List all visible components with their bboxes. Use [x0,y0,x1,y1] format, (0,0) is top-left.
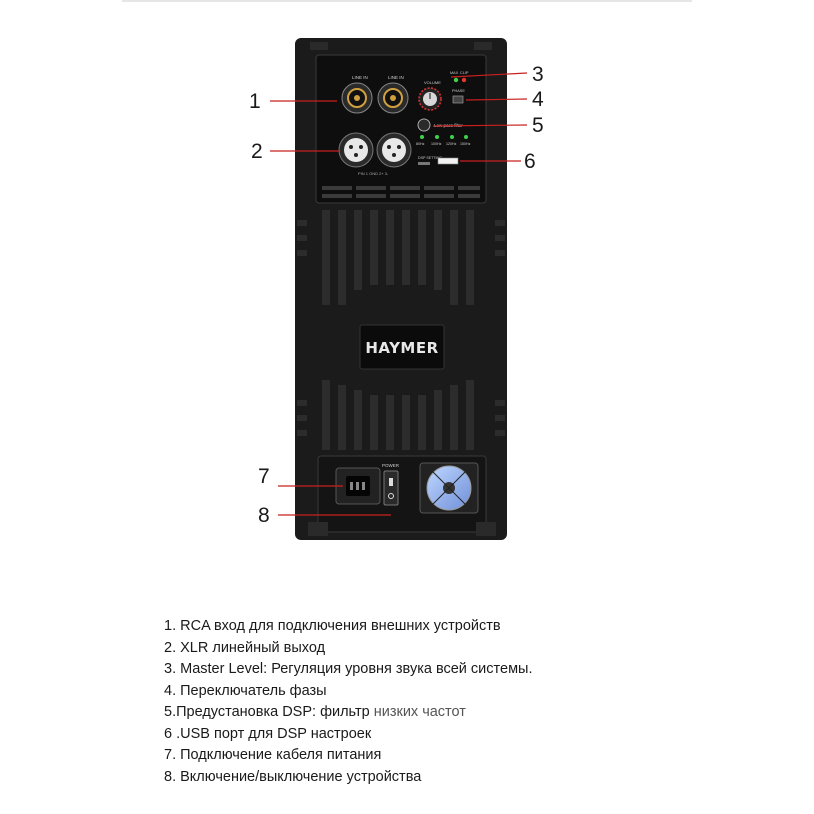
legend-text: XLR линейный выход [180,639,326,656]
legend-num: 6 [164,725,173,742]
line-in-label-2: LINE IN [388,75,404,80]
callout-number-1: 1 [249,90,261,113]
callout-number-8: 8 [258,504,270,527]
cooling-fan [419,462,479,514]
volume-knob [418,87,442,111]
line-in-jacks [341,82,409,114]
legend-num: 8. [164,768,177,785]
max-label: MAX [450,71,459,75]
callout-number-5: 5 [532,114,544,137]
callout-line-3 [450,72,528,78]
amplifier-panel-svg: LINE IN LINE IN PIN 1 GND 2+ 3- VOLUME M… [270,38,528,540]
freq-100: 100Hz [431,142,442,146]
max-led [453,77,459,83]
callout-number-7: 7 [258,465,270,488]
legend-item-1: 1. RCA вход для подключения внешних устр… [164,619,724,641]
lpf-button [417,118,431,132]
top-divider [122,0,692,2]
callout-number-2: 2 [251,140,263,163]
legend-text: Включение/выключение устройства [180,768,422,785]
logo-plate [359,324,445,370]
callout-number-4: 4 [532,88,544,111]
legend-text-extra: низких частот [369,704,466,720]
legend-text: .USB порт для DSP настроек [176,725,372,742]
legend-item-5: 5.Предустановка DSP: фильтр низких часто… [164,705,724,727]
callout-line-4 [465,98,528,101]
upper-vents [322,186,480,198]
freq-80: 80Hz [416,142,425,146]
callout-lines [270,72,528,516]
clip-led [461,77,467,83]
power-label: POWER [382,463,400,468]
phase-switch [452,95,464,104]
pin-label: PIN 1 GND 2+ 3- [358,171,389,176]
clip-label: CLIP [460,71,469,75]
legend-text: Подключение кабеля питания [180,747,382,763]
legend-item-2: 2. XLR линейный выход [164,639,724,663]
legend-num: 5. [164,704,177,720]
brand-logo: HAYMER [365,339,438,357]
amplifier-panel-illustration: LINE IN LINE IN PIN 1 GND 2+ 3- VOLUME M… [249,38,544,540]
legend-item-3: 3. Master Level: Регуляция уровня звука … [164,662,724,684]
callout-number-6: 6 [524,150,536,173]
freq-120: 120Hz [446,142,457,146]
legend-item-7: 7. Подключение кабеля питания [164,748,724,770]
legend-text: Предустановка DSP: фильтр [176,704,370,720]
xlr-outputs [338,132,412,168]
iec-inlet [335,467,381,505]
legend-text: Master Level: Регуляция уровня звука все… [180,661,533,677]
legend-item-6: 6 .USB порт для DSP настроек [164,725,724,749]
legend-item-8: 8. Включение/выключение устройства [164,768,724,792]
volume-label: VOLUME [424,80,441,85]
legend-text: RCA вход для подключения внешних устройс… [180,618,501,634]
phase-label: PHASE [452,89,465,93]
callout-line-5 [432,124,528,127]
legend-num: 3. [164,661,177,677]
callout-number-3: 3 [532,63,544,86]
side-ribs [297,220,505,436]
legend-num: 1. [164,618,177,634]
legend-num: 7. [164,747,177,763]
legend-list: 1. RCA вход для подключения внешних устр… [164,619,724,791]
usb-label: DSP SETTING [418,156,442,160]
freq-150: 150Hz [460,142,471,146]
heatsink-upper [322,210,474,305]
legend-item-4: 4. Переключатель фазы [164,682,724,706]
usb-port [437,157,459,165]
lpf-leds [420,135,468,139]
legend-text: Переключатель фазы [180,682,327,699]
power-switch [383,470,399,506]
line-in-label: LINE IN [352,75,368,80]
heatsink-lower [322,380,474,450]
legend-num: 4. [164,682,177,699]
legend-num: 2. [164,639,177,656]
